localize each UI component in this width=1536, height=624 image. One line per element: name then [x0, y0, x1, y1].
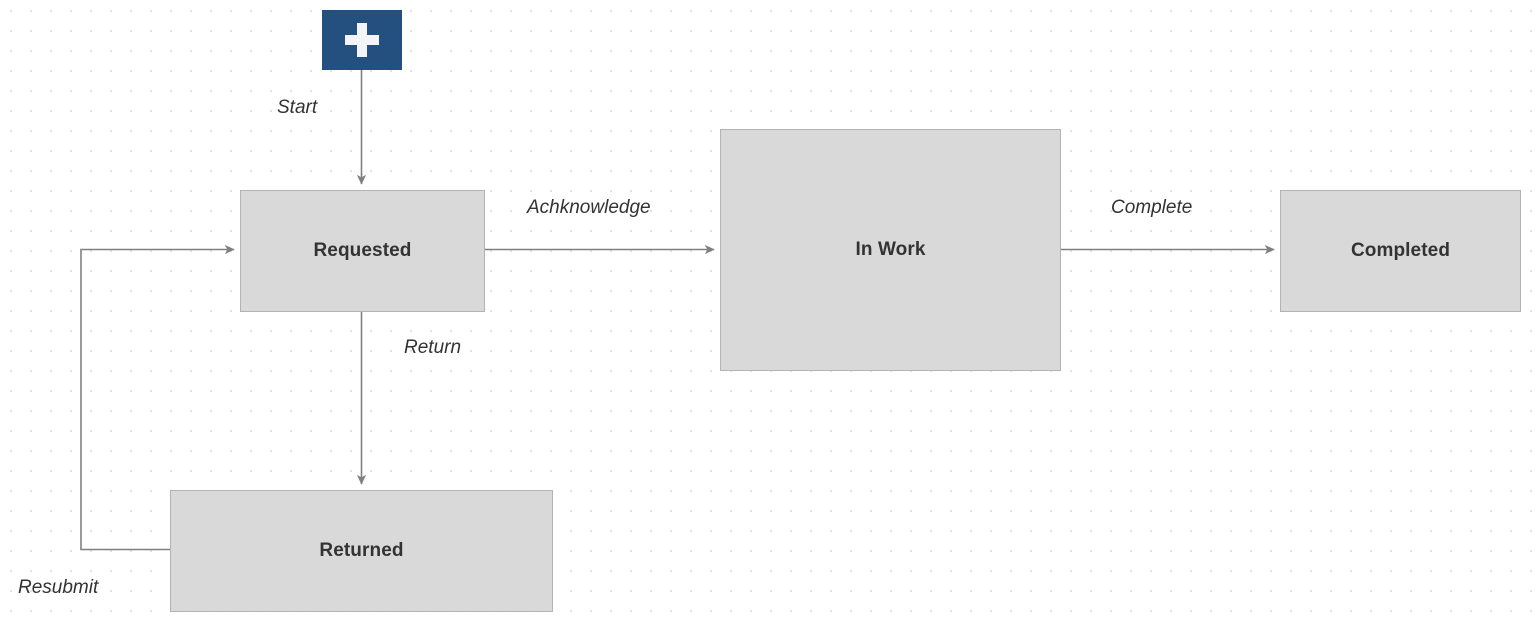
node-returned-label: Returned	[319, 539, 404, 561]
edge-resubmit[interactable]	[80, 244, 235, 551]
edge-label-complete: Complete	[1111, 197, 1193, 218]
add-node-button[interactable]	[322, 10, 402, 70]
node-in-work[interactable]: In Work	[720, 129, 1061, 371]
edge-label-return: Return	[404, 337, 462, 358]
edge-label-start: Start	[277, 97, 318, 118]
node-completed-label: Completed	[1350, 239, 1451, 261]
edge-label-resubmit: Resubmit	[18, 577, 99, 598]
edge-label-acknowledge: Achknowledge	[527, 197, 651, 218]
node-requested[interactable]: Requested	[240, 190, 485, 312]
node-completed[interactable]: Completed	[1280, 190, 1521, 312]
node-in-work-label: In Work	[855, 238, 926, 260]
node-returned[interactable]: Returned	[170, 490, 553, 612]
node-requested-label: Requested	[313, 239, 412, 261]
plus-icon	[345, 23, 379, 57]
